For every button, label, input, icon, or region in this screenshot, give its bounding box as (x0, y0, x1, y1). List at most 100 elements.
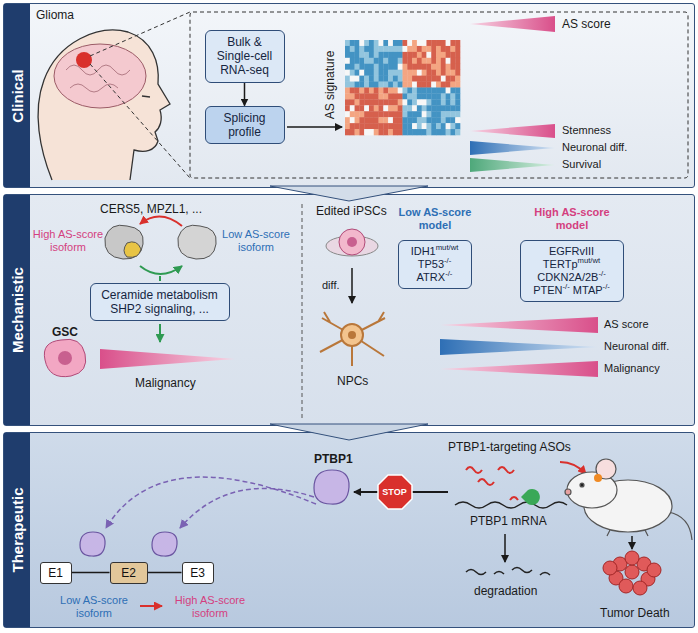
heatmap-cell (364, 52, 369, 58)
heatmap-cell (355, 40, 360, 46)
heatmap-cell (393, 82, 398, 88)
heatmap-cell (431, 117, 436, 123)
heatmap-cell (388, 99, 393, 105)
panel-chevron (270, 424, 428, 440)
arrow (351, 268, 353, 303)
heatmap-cell (359, 58, 364, 64)
heatmap-cell (422, 58, 427, 64)
node-text: Ceramide metabolism SHP2 signaling, ... (96, 288, 224, 317)
text-label: High AS-score isoform (32, 228, 104, 254)
heatmap-cell (350, 58, 355, 64)
ptbp1-protein (314, 470, 349, 504)
heatmap-cell (431, 111, 436, 117)
heatmap-cell (450, 64, 455, 70)
panel-title: Clinical (9, 69, 26, 122)
node-text: E3 (190, 566, 205, 580)
heatmap-cell (403, 111, 408, 117)
heatmap-cell (436, 88, 441, 94)
heatmap-cell (345, 117, 350, 123)
heatmap-cell (417, 117, 422, 123)
heatmap-cell (403, 93, 408, 99)
zoom-line (90, 12, 190, 56)
trend-wedge (470, 141, 555, 155)
heatmap-cell (446, 58, 451, 64)
heatmap-cell (374, 105, 379, 111)
heatmap-cell (431, 123, 436, 129)
mrna-fragment (512, 568, 532, 573)
protein-isoform (105, 225, 143, 259)
heatmap-cell (426, 117, 431, 123)
heatmap-cell (403, 70, 408, 76)
heatmap-cell (455, 76, 460, 82)
text-label: Glioma (36, 8, 74, 22)
heatmap-cell (383, 111, 388, 117)
heatmap-cell (345, 82, 350, 88)
heatmap-cell (374, 111, 379, 117)
trend-wedge (470, 158, 555, 172)
heatmap-cell (383, 64, 388, 70)
heatmap-cell (436, 111, 441, 117)
heatmap-cell (441, 58, 446, 64)
heatmap-cell (350, 111, 355, 117)
heatmap-cell (364, 129, 369, 135)
axis-label: AS signature (323, 51, 337, 120)
heatmap-cell (431, 58, 436, 64)
heatmap-cell (407, 58, 412, 64)
heatmap-cell (450, 99, 455, 105)
heatmap-cell (350, 40, 355, 46)
heatmap-cell (355, 105, 360, 111)
heatmap-cell (359, 76, 364, 82)
arrow (106, 477, 316, 528)
heatmap-cell (398, 117, 403, 123)
heatmap-cell (441, 52, 446, 58)
arrow-connector (244, 83, 246, 106)
heatmap-cell (359, 88, 364, 94)
npc-neuron (320, 312, 385, 366)
text-label: Malignancy (135, 376, 196, 390)
heatmap-cell (417, 88, 422, 94)
tumor-cell (647, 563, 661, 577)
heatmap-cell (412, 58, 417, 64)
heatmap-cell (446, 82, 451, 88)
heatmap-cell (355, 99, 360, 105)
heatmap-cell (446, 111, 451, 117)
heatmap-cell (398, 129, 403, 135)
heatmap-cell (417, 129, 422, 135)
heatmap-cell (383, 99, 388, 105)
heatmap-cell (446, 40, 451, 46)
heatmap-cell (398, 111, 403, 117)
heatmap-cell (374, 40, 379, 46)
heatmap-cell (374, 82, 379, 88)
heatmap-cell (379, 117, 384, 123)
heatmap-cell (379, 93, 384, 99)
text-label: Neuronal diff. (562, 141, 627, 154)
heatmap-cell (345, 129, 350, 135)
heatmap-cell (417, 123, 422, 129)
arrow (287, 126, 342, 128)
heatmap-cell (379, 76, 384, 82)
zoom-line (90, 12, 688, 178)
heatmap-cell (431, 99, 436, 105)
heatmap-cell (345, 99, 350, 105)
heatmap-cell (364, 99, 369, 105)
heatmap-cell (407, 82, 412, 88)
heatmap-cell (393, 52, 398, 58)
heatmap-cell (446, 52, 451, 58)
heatmap-cell (417, 82, 422, 88)
heatmap-cell (388, 88, 393, 94)
heatmap-cell (436, 52, 441, 58)
heatmap-cell (431, 93, 436, 99)
heatmap-cell (383, 76, 388, 82)
heatmap-cell (345, 64, 350, 70)
heatmap-cell (417, 93, 422, 99)
heatmap-cell (388, 111, 393, 117)
heatmap-cell (393, 40, 398, 46)
heatmap-cell (407, 93, 412, 99)
aso (466, 467, 518, 500)
heatmap-cell (369, 99, 374, 105)
heatmap-cell (441, 123, 446, 129)
heatmap-cell (355, 129, 360, 135)
heatmap-cell (441, 70, 446, 76)
heatmap-cell (426, 105, 431, 111)
heatmap-cell (446, 93, 451, 99)
